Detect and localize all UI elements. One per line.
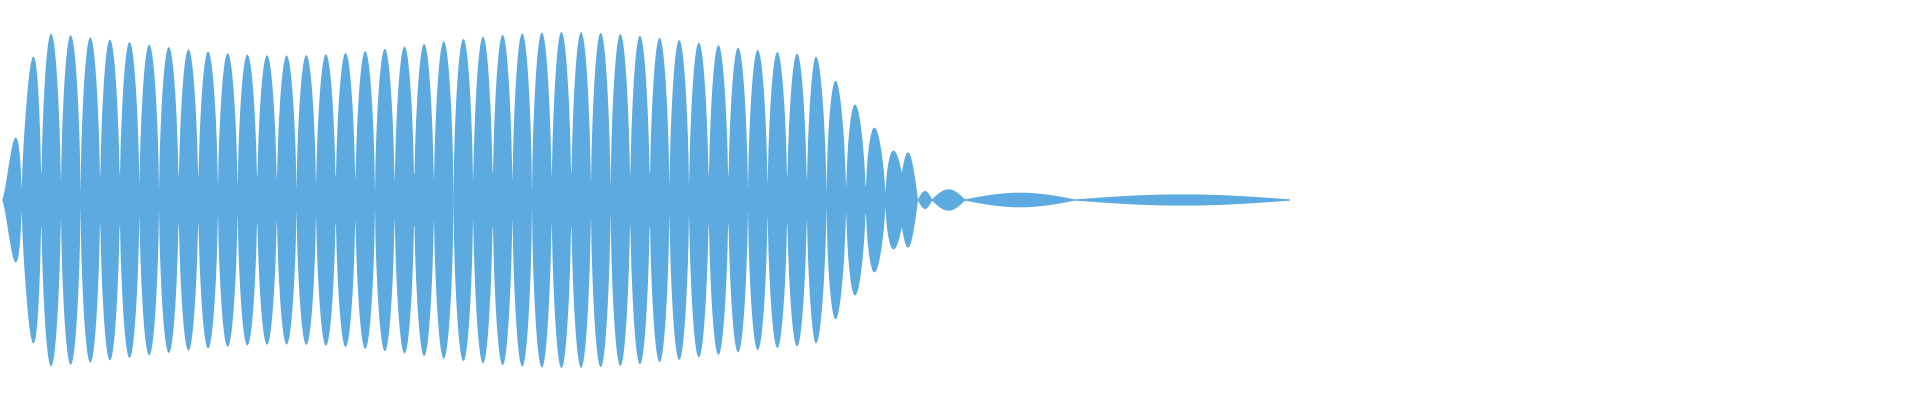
waveform-shape-group bbox=[2, 32, 1290, 368]
waveform-decay-burst bbox=[898, 152, 918, 248]
waveform-decay-burst bbox=[918, 191, 932, 209]
waveform-decay-burst bbox=[932, 189, 965, 211]
waveform-main-burst bbox=[2, 32, 905, 368]
